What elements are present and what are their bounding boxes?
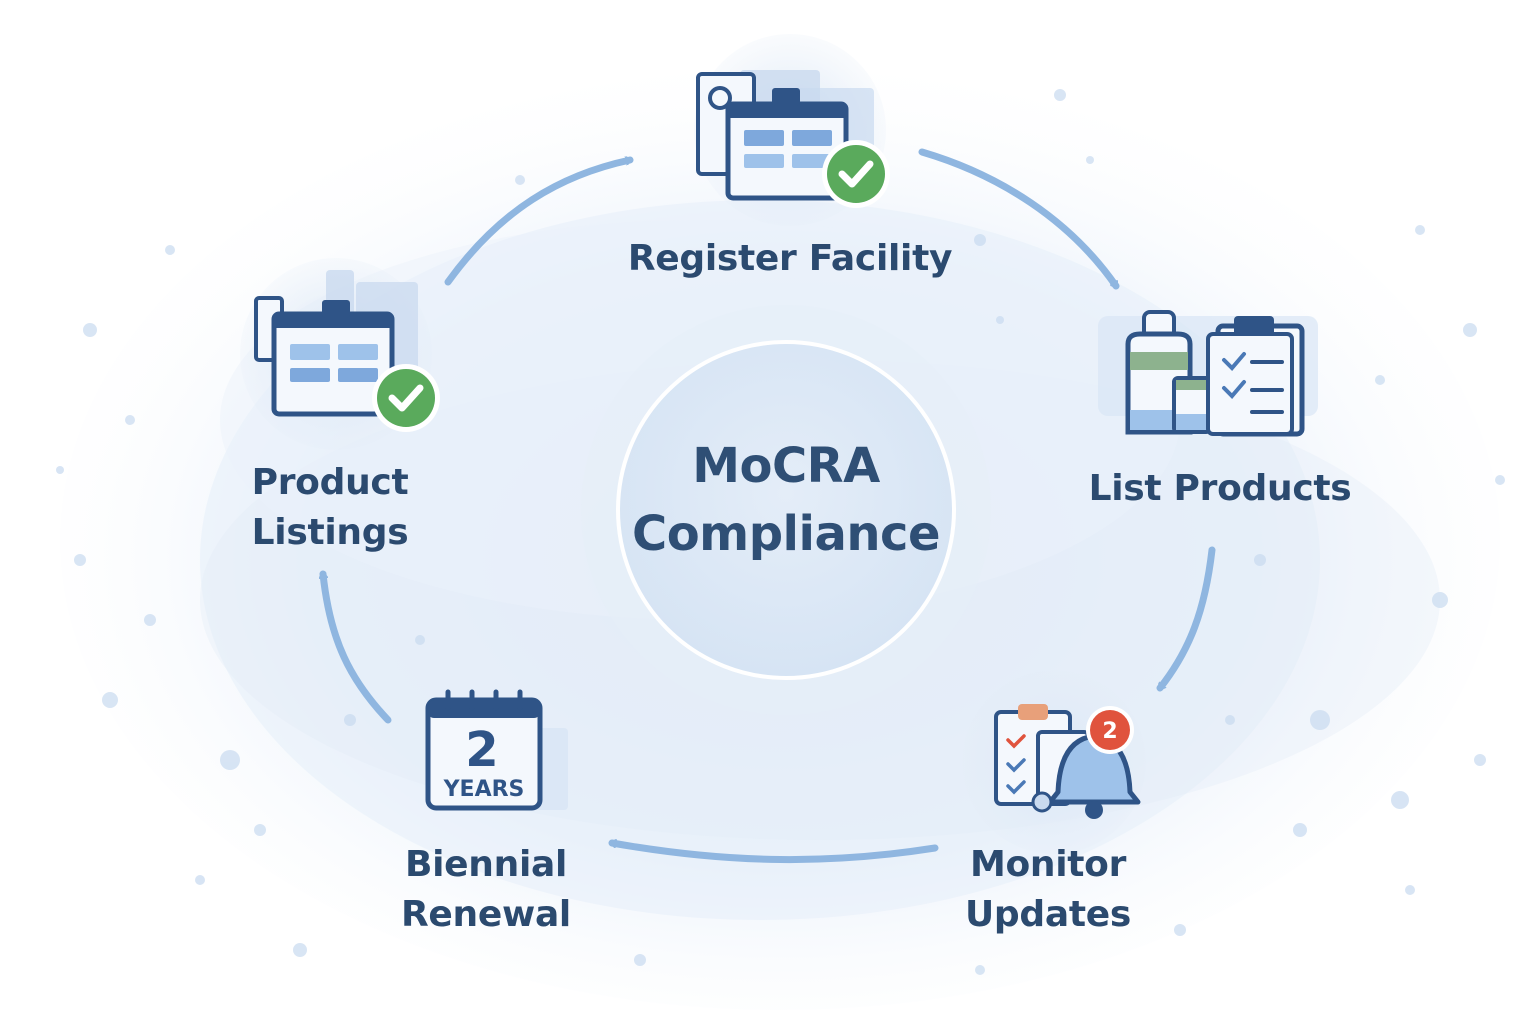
product-listing-icon [1098, 310, 1318, 437]
step-label-biennial-renewal: Biennial Renewal [401, 844, 571, 935]
center-hub [581, 305, 991, 715]
step-label-list-products: List Products [1088, 468, 1352, 509]
step-label-product-listings: Product Listings [251, 462, 409, 553]
center-title-line2: Compliance [631, 506, 941, 562]
cycle-arrows [323, 148, 1216, 864]
step-label-monitor-updates: Monitor Updates [964, 844, 1132, 935]
arrow-listings-to-register [444, 160, 634, 286]
facility-registration-icon [240, 258, 440, 450]
notification-bell-icon: 2 [962, 670, 1146, 854]
arrow-monitor-to-renewal [608, 843, 939, 864]
arrow-list-to-monitor [1156, 546, 1216, 692]
center-title-line1: MoCRA [692, 438, 880, 494]
background-speckles [56, 89, 1505, 975]
notification-count: 2 [1102, 719, 1117, 744]
center-title: MoCRA Compliance [596, 432, 976, 568]
step-label-register-facility: Register Facility [627, 238, 953, 279]
calendar-number: 2 [465, 722, 498, 778]
calendar-icon: 2 YEARS [425, 689, 568, 811]
arrow-renewal-to-listings [323, 570, 392, 724]
facility-registration-icon [694, 34, 890, 226]
arrow-register-to-list [918, 148, 1120, 290]
calendar-years-text: YEARS [443, 777, 525, 802]
